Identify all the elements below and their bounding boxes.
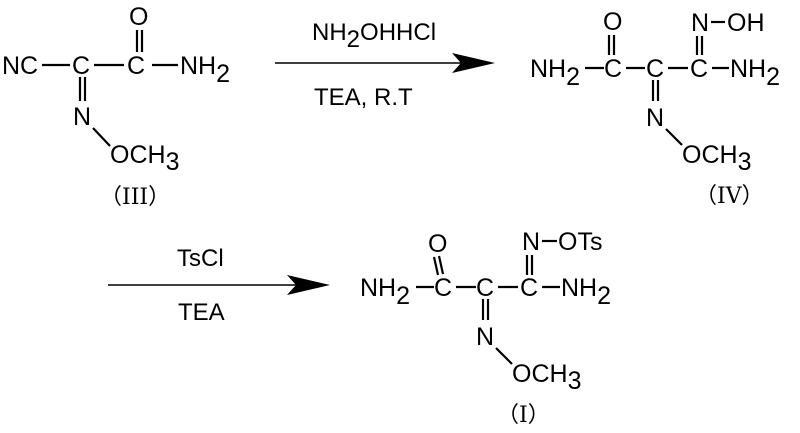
compound-iii: NC C C O NH2 N OCH3 （III）	[2, 3, 230, 210]
bond-n-o	[92, 127, 111, 147]
carbonyl-carbon: C	[604, 55, 622, 83]
imine-nitrogen: N	[646, 104, 664, 132]
central-carbon: C	[476, 274, 494, 302]
arrow-2-conditions: TEA	[178, 299, 225, 326]
imine-nitrogen: N	[73, 103, 91, 131]
reaction-arrow-2: TsCl TEA	[108, 245, 330, 326]
compound-label-i: （I）	[497, 403, 550, 428]
amide-group: NH2	[180, 52, 230, 88]
arrow-1-head	[452, 53, 495, 73]
amidine-carbon: C	[520, 274, 538, 302]
compound-i: NH2 C O C C N OTs NH2 N OCH3 （I）	[360, 228, 611, 428]
arrow-1-reagent: NH2OHHCl	[312, 19, 436, 53]
carbonyl-oxygen: O	[129, 3, 148, 31]
amine-group: NH2	[561, 274, 611, 310]
amide-group: NH2	[530, 55, 580, 91]
bond-n-o	[495, 347, 513, 365]
nitrile-group: NC	[2, 52, 38, 80]
imine-nitrogen: N	[476, 323, 494, 351]
arrow-1-conditions: TEA, R.T	[314, 84, 413, 111]
double-bond-c-o	[432, 256, 440, 276]
carbonyl-oxygen: O	[603, 8, 622, 36]
carbonyl-carbon: C	[434, 274, 452, 302]
central-carbon: C	[646, 55, 664, 83]
tosyloxy-group: OTs	[558, 228, 602, 256]
amidoxime-carbon: C	[690, 55, 708, 83]
reaction-arrow-1: NH2OHHCl TEA, R.T	[275, 19, 495, 111]
oxime-nitrogen: N	[522, 228, 540, 256]
compound-label-iii: （III）	[100, 185, 170, 210]
amine-group: NH2	[730, 55, 780, 91]
amide-group: NH2	[360, 274, 410, 310]
arrow-2-head	[287, 275, 330, 295]
double-bond-c-o	[437, 255, 445, 275]
arrow-2-reagent: TsCl	[177, 245, 224, 272]
compound-iv: NH2 C O C C N OH NH2 N OCH3 （IV）	[530, 8, 780, 209]
methoxy-group: OCH3	[682, 141, 751, 176]
carbon-atom: C	[127, 52, 145, 80]
carbonyl-oxygen: O	[428, 230, 447, 258]
methoxy-group: OCH3	[110, 141, 179, 176]
bond-n-o	[665, 128, 683, 146]
carbon-atom: C	[72, 52, 90, 80]
oxime-nitrogen: N	[691, 9, 709, 37]
compound-label-iv: （IV）	[695, 184, 764, 209]
hydroxyl-group: OH	[727, 9, 765, 37]
methoxy-group: OCH3	[512, 360, 581, 395]
